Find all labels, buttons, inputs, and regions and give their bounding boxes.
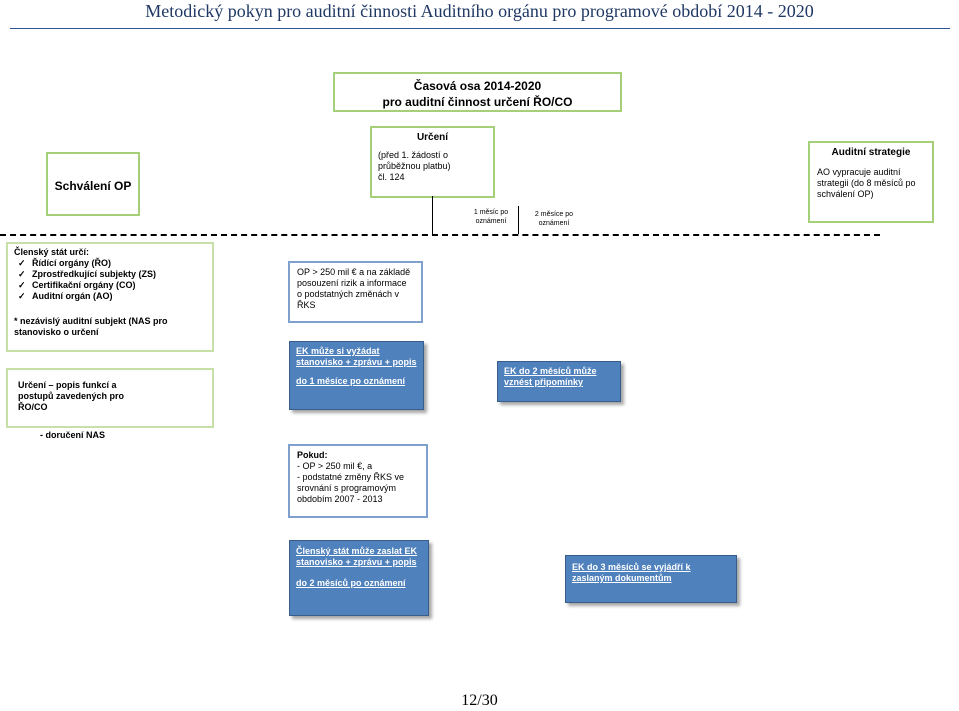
check-icon: ✓ — [18, 291, 26, 301]
schvaleni-op-box: Schválení OP — [46, 152, 140, 216]
op-250-text: OP > 250 mil € a na základě posouzení ri… — [297, 267, 411, 310]
ek-3-mesice-box: EK do 3 měsíců se vyjádří k zaslaným dok… — [565, 555, 737, 603]
timeline-title-box: Časová osa 2014-2020 pro auditní činnost… — [333, 72, 622, 112]
urceni-popis-text: Určení – popis funkcí a postupů zavedený… — [18, 380, 125, 412]
urceni-title: Určení — [416, 132, 449, 143]
check-icon: ✓ — [18, 269, 26, 279]
ek-vyzadat-line1: EK může si vyžádat stanovisko + zprávu +… — [296, 346, 417, 367]
timeline-axis — [0, 234, 880, 236]
urceni-text: (před 1. žádostí o průběžnou platbu) čl.… — [378, 150, 451, 182]
timeline-label-2-months: 2 měsíce po oznámení — [534, 211, 574, 227]
clensky-stat-list: ✓Řídící orgány (ŘO) ✓Zprostředkující sub… — [14, 258, 206, 302]
header-divider — [10, 28, 950, 29]
ek-vyzadat-box: EK může si vyžádat stanovisko + zprávu +… — [289, 341, 424, 410]
ek-pripominky-box: EK do 2 měsíců může vznést připomínky — [497, 361, 621, 402]
urceni-box: Určení (před 1. žádostí o průběžnou plat… — [370, 126, 495, 198]
urceni-popis-box: Určení – popis funkcí a postupů zavedený… — [6, 368, 214, 428]
timeline-tick-2 — [518, 206, 519, 234]
clensky-stat-item: ✓Certifikační orgány (CO) — [18, 280, 136, 290]
clensky-stat-item: ✓Zprostředkující subjekty (ZS) — [18, 269, 157, 279]
clensky-zaslat-line1: Členský stát může zaslat EK stanovisko +… — [296, 546, 418, 567]
auditni-strategie-box: Auditní strategie AO vypracuje auditní s… — [808, 141, 934, 223]
page-number: 12/30 — [461, 692, 498, 709]
op-250-box: OP > 250 mil € a na základě posouzení ri… — [288, 261, 423, 323]
clensky-zaslat-box: Členský stát může zaslat EK stanovisko +… — [289, 540, 429, 616]
pokud-line1: - OP > 250 mil €, a — [297, 461, 373, 471]
clensky-zaslat-line2: do 2 měsíců po oznámení — [296, 578, 406, 588]
auditni-strategie-title: Auditní strategie — [831, 147, 911, 158]
schvaleni-op-label: Schválení OP — [54, 179, 132, 193]
pokud-line2: - podstatné změny ŘKS ve srovnání s prog… — [297, 472, 405, 504]
clensky-stat-item: ✓Řídící orgány (ŘO) — [18, 258, 112, 268]
auditni-strategie-text: AO vypracuje auditní strategii (do 8 měs… — [817, 167, 916, 199]
ek-pripominky-text: EK do 2 měsíců může vznést připomínky — [504, 366, 597, 387]
timeline-tick-1 — [432, 196, 433, 234]
nas-note: * nezávislý auditní subjekt (NAS pro sta… — [14, 316, 168, 337]
timeline-title-line1: Časová osa 2014-2020 — [413, 79, 542, 93]
page-header-title: Metodický pokyn pro auditní činnosti Aud… — [145, 1, 814, 21]
ek-vyzadat-line2: do 1 měsíce po oznámení — [296, 376, 406, 386]
timeline-title-line2: pro auditní činnost určení ŘO/CO — [382, 95, 573, 109]
timeline-label-1-month: 1 měsíc po oznámení — [473, 209, 509, 225]
ek-3-mesice-text: EK do 3 měsíců se vyjádří k zaslaným dok… — [572, 562, 691, 583]
check-icon: ✓ — [18, 280, 26, 290]
clensky-stat-title: Členský stát určí: — [14, 247, 90, 257]
pokud-title: Pokud: — [297, 450, 328, 460]
clensky-stat-item: ✓Auditní orgán (AO) — [18, 291, 113, 301]
doruceni-nas-text: - doručení NAS — [40, 430, 106, 440]
pokud-box: Pokud: - OP > 250 mil €, a - podstatné z… — [288, 444, 428, 518]
check-icon: ✓ — [18, 258, 26, 268]
clensky-stat-box: Členský stát určí: ✓Řídící orgány (ŘO) ✓… — [6, 242, 214, 352]
